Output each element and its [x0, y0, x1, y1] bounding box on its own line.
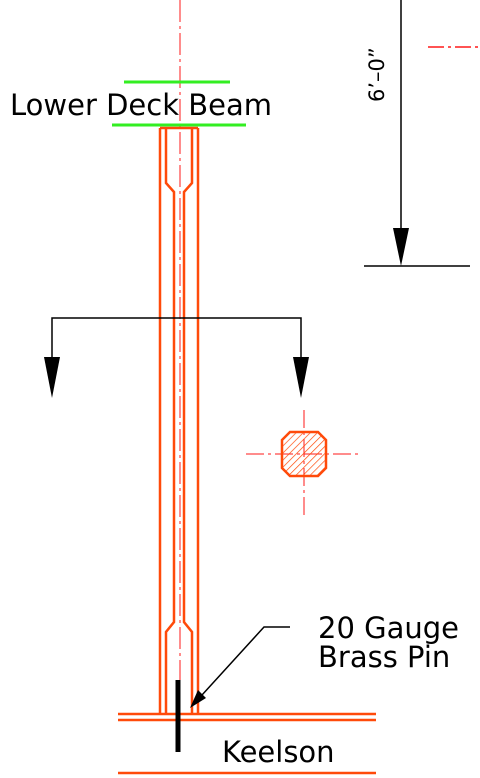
leader-arrow-icon	[190, 690, 206, 708]
dimension-arrow-icon	[393, 228, 409, 266]
dimension-label: 6’–0”	[365, 47, 389, 102]
section-cut-line	[44, 317, 309, 398]
keelson	[118, 712, 376, 775]
stanchion	[158, 126, 200, 714]
pin-leader	[190, 626, 290, 708]
lower-deck-beam	[112, 80, 246, 127]
keelson-label: Keelson	[222, 735, 335, 769]
brass-pin-label-line2: Brass Pin	[318, 640, 450, 674]
cross-section	[246, 410, 360, 518]
brass-pin-label-line1: 20 Gauge	[318, 611, 459, 645]
section-arrow-left-icon	[44, 357, 60, 398]
lower-deck-beam-label: Lower Deck Beam	[10, 88, 272, 122]
dimension-line	[364, 0, 470, 267]
section-arrow-right-icon	[293, 357, 309, 398]
